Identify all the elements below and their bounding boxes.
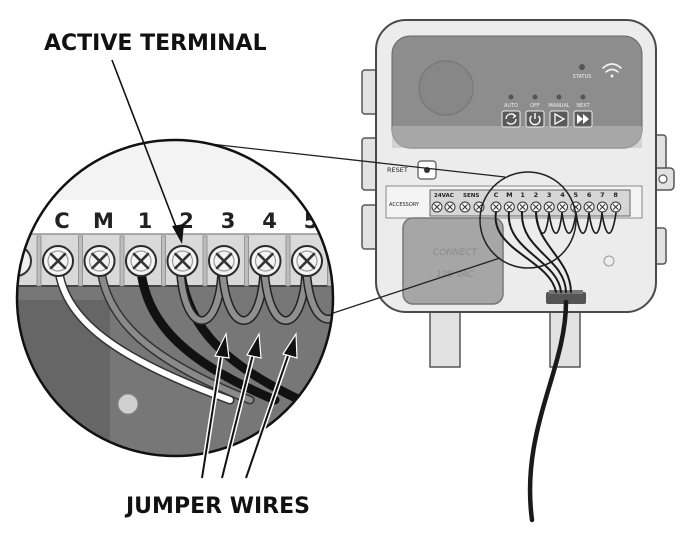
jumper-arrow: [199, 331, 230, 479]
cable-clamp: [546, 292, 586, 304]
terminal-screw: [125, 245, 157, 277]
accessory-label: ACCESSORY: [389, 202, 420, 208]
ac-label: 24VAC: [434, 193, 454, 199]
jumper-arrow: [243, 332, 298, 479]
magnify-target-circle: [479, 171, 577, 269]
zoom-circle-border: [15, 138, 335, 458]
zoom-terminal-label: 1: [138, 209, 153, 233]
power-compartment: [402, 217, 504, 305]
terminal-screw: [517, 201, 529, 213]
controller-zone-wires: [494, 211, 617, 293]
off-led: [532, 94, 538, 100]
terminal-label: 7: [600, 191, 605, 199]
controller: STATUS AUTO OFF MANUAL NEXT: [361, 19, 675, 523]
terminal-screw: [332, 245, 333, 277]
zoom-terminal-label: C: [54, 209, 69, 233]
terminal-screw: [444, 201, 456, 213]
terminal-screw: [459, 201, 471, 213]
terminal-screw: [583, 201, 595, 213]
terminal-screw: [42, 245, 74, 277]
terminal-label: M: [506, 191, 512, 199]
terminal-label: 3: [547, 191, 552, 199]
status-led: [579, 64, 585, 70]
zoom-terminal-label: M: [93, 209, 114, 233]
terminal-label: C: [494, 191, 499, 199]
jumper-arrow: [219, 332, 262, 479]
terminal-screw: [543, 201, 555, 213]
jumper-wire: [301, 257, 333, 324]
terminal-screw: [83, 245, 116, 277]
display-dial: [418, 60, 474, 116]
terminal-screw: [208, 245, 240, 277]
voltage-label: 120 VAC: [436, 270, 475, 280]
terminal-screw: [557, 201, 568, 213]
terminal-screw: [17, 245, 32, 277]
terminal-screw: [530, 201, 542, 213]
fast-forward-icon: [577, 114, 589, 124]
terminal-label: 4: [560, 191, 565, 199]
reset-label: RESET: [387, 166, 408, 174]
housing-screw: [603, 255, 615, 267]
auto-button-label: AUTO: [504, 103, 518, 109]
terminal-screw: [490, 201, 502, 213]
connect-label: CONNECT: [433, 248, 479, 258]
status-label: STATUS: [573, 74, 592, 80]
zoom-connector-line: [174, 139, 506, 178]
terminal-screw: [431, 201, 443, 213]
next-button[interactable]: [573, 110, 593, 128]
next-led: [580, 94, 586, 100]
off-button-label: OFF: [530, 103, 540, 109]
terminal-screw: [503, 201, 515, 213]
terminal-screw: [610, 201, 622, 213]
power-icon: [529, 113, 541, 126]
wifi-icon: [602, 63, 622, 78]
terminal-label: 1: [520, 191, 525, 199]
mounting-post: [429, 304, 461, 368]
manual-button[interactable]: [549, 110, 569, 128]
zoom-terminal-label: 4: [262, 209, 277, 233]
power-cord: [527, 299, 569, 523]
jumper-wire-arrows: [199, 331, 298, 479]
reset-button[interactable]: [417, 160, 437, 180]
terminal-screw: [166, 245, 199, 277]
terminal-screw: [596, 201, 608, 213]
zoom-terminal-dividers: [36, 235, 332, 287]
zoom-terminal-label: 3: [221, 209, 236, 233]
terminal-screw: [291, 245, 323, 277]
zoom-connector-line: [311, 257, 501, 321]
play-icon: [554, 112, 566, 126]
terminal-label: 8: [613, 191, 618, 199]
sens-label: SENS: [463, 193, 479, 199]
cycle-icon: [505, 113, 517, 125]
zoom-terminal-screws: [17, 245, 333, 277]
active-terminal-arrow: [111, 59, 184, 244]
off-button[interactable]: [525, 110, 545, 128]
terminal-label: 5: [574, 191, 579, 199]
terminal-label: 2: [534, 191, 539, 199]
auto-button[interactable]: [501, 110, 521, 128]
manual-button-label: MANUAL: [548, 103, 570, 109]
terminal-label: 6: [587, 191, 592, 199]
manual-led: [556, 94, 562, 100]
jumper-wires-callout: JUMPER WIRES: [124, 494, 310, 519]
next-button-label: NEXT: [576, 103, 590, 109]
active-terminal-callout: ACTIVE TERMINAL: [44, 31, 267, 56]
terminal-screw: [249, 245, 282, 277]
auto-led: [508, 94, 514, 100]
